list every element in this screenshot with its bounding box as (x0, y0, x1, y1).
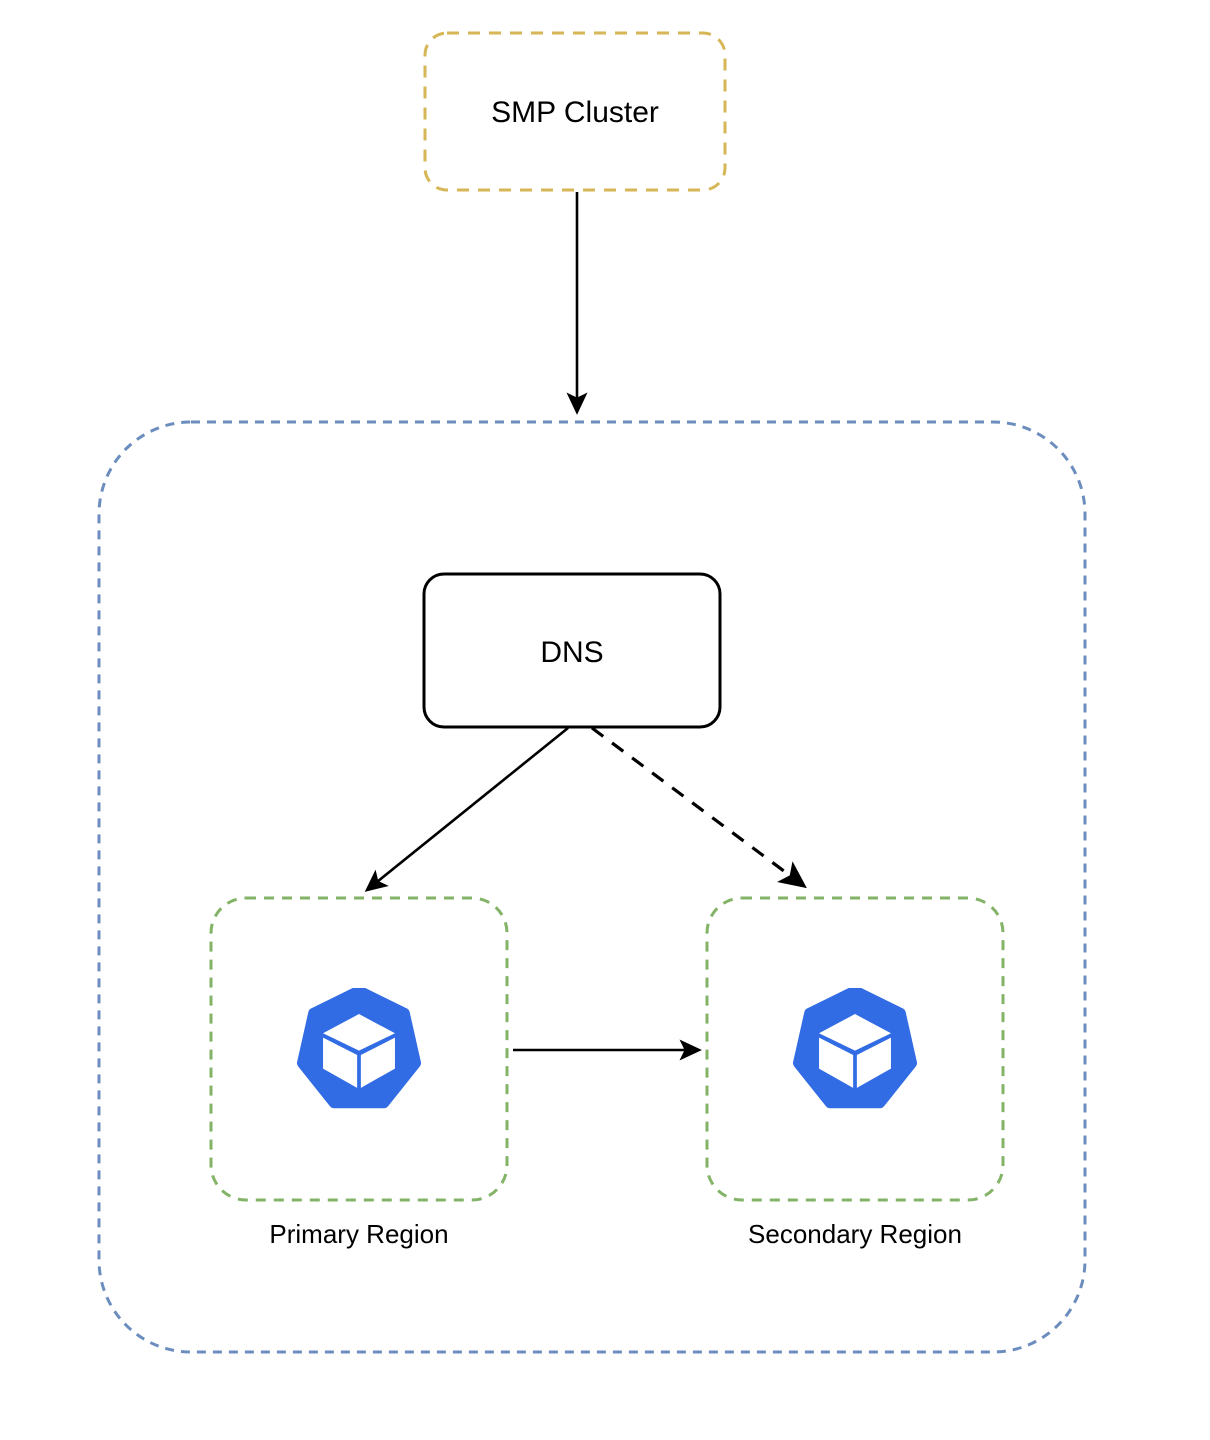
kubernetes-icon (297, 985, 421, 1112)
smp-cluster-label: SMP Cluster (491, 96, 659, 129)
kubernetes-cube-top (819, 1014, 891, 1051)
smp-cluster-box[interactable] (423, 31, 727, 192)
dns-box[interactable] (422, 572, 722, 729)
kubernetes-cube-left (819, 1037, 854, 1088)
kubernetes-icon-glyph (793, 985, 917, 1109)
kubernetes-cube-top (323, 1014, 395, 1051)
edge-dns-to-primary-region[interactable] (364, 726, 569, 892)
kubernetes-cube-right (856, 1037, 891, 1088)
outer-boundary-box[interactable] (97, 420, 1087, 1354)
kubernetes-icon (793, 985, 917, 1112)
dns-label: DNS (540, 636, 604, 669)
edge-dns-to-secondary-region[interactable] (591, 726, 807, 889)
kubernetes-icon-glyph (297, 985, 421, 1109)
kubernetes-cube-left (323, 1037, 358, 1088)
kubernetes-cube-right (360, 1037, 395, 1088)
secondary-region-label: Secondary Region (748, 1219, 962, 1249)
primary-region-box[interactable] (209, 896, 509, 1202)
secondary-region-box[interactable] (705, 896, 1005, 1202)
primary-region-label: Primary Region (269, 1219, 449, 1249)
